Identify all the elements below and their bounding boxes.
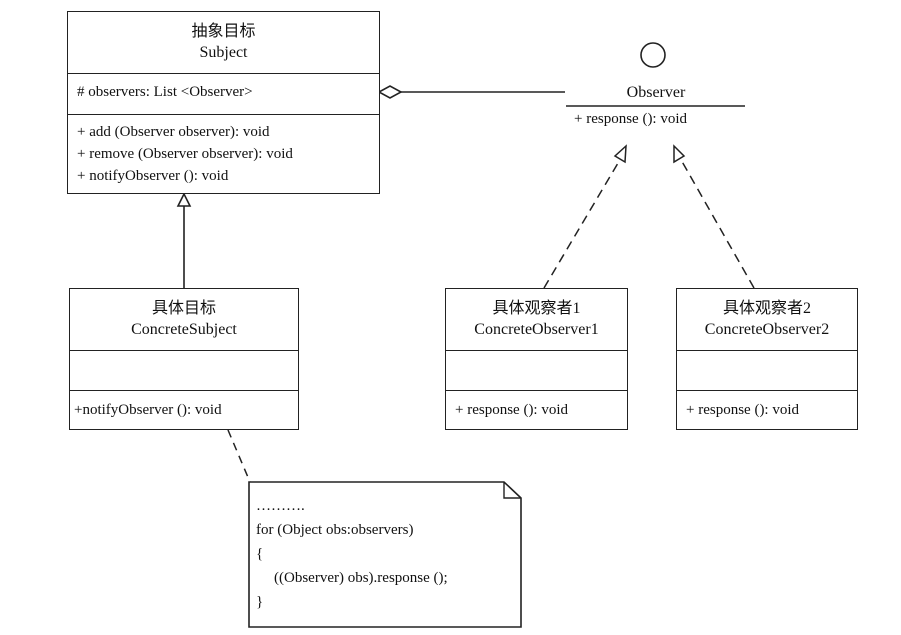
subject-title-en: Subject xyxy=(199,44,248,61)
concrete-subject-name-compartment: 具体目标 ConcreteSubject xyxy=(70,289,298,350)
interface-circle-icon xyxy=(640,42,666,68)
subject-class: 抽象目标 Subject # observers: List <Observer… xyxy=(67,11,380,194)
note-line-for: for (Object obs:observers) xyxy=(256,522,414,538)
subject-attribute-compartment: # observers: List <Observer> xyxy=(68,73,379,114)
concrete-subject-title-cn: 具体目标 xyxy=(151,300,216,317)
aggregation-diamond xyxy=(377,85,403,99)
note-line-call: ((Observer) obs).response (); xyxy=(274,570,448,586)
concrete-observer1-method-compartment: + response (): void xyxy=(446,390,627,429)
note-shape xyxy=(248,481,522,628)
concrete-observer1-title-cn: 具体观察者1 xyxy=(492,300,581,317)
concrete-observer2-method: + response (): void xyxy=(686,402,800,418)
subject-title-cn: 抽象目标 xyxy=(191,23,256,40)
note-line-close-brace: } xyxy=(256,594,264,610)
subject-method-add: + add (Observer observer): void xyxy=(77,124,270,140)
concrete-subject-title-en: ConcreteSubject xyxy=(131,321,237,338)
concrete-observer2-class: 具体观察者2 ConcreteObserver2 + response (): … xyxy=(676,288,858,430)
concrete-observer2-name-compartment: 具体观察者2 ConcreteObserver2 xyxy=(677,289,857,350)
concrete-observer2-method-compartment: + response (): void xyxy=(677,390,857,429)
realization-line-1 xyxy=(543,157,622,289)
concrete-observer1-name-compartment: 具体观察者1 ConcreteObserver1 xyxy=(446,289,627,350)
subject-method-remove: + remove (Observer observer): void xyxy=(77,146,293,162)
note: ………. for (Object obs:observers) { ((Obse… xyxy=(256,498,511,614)
concrete-subject-attribute-compartment xyxy=(70,350,298,390)
realization-arrowhead-1 xyxy=(613,144,627,164)
subject-method-notify: + notifyObserver (): void xyxy=(77,168,229,184)
note-line-ellipsis: ………. xyxy=(256,498,305,514)
concrete-subject-class: 具体目标 ConcreteSubject +notifyObserver ():… xyxy=(69,288,299,430)
generalization-arrowhead xyxy=(176,192,192,207)
concrete-subject-method: +notifyObserver (): void xyxy=(74,402,222,418)
observer-name: Observer xyxy=(626,84,686,101)
note-anchor-line xyxy=(227,429,251,483)
realization-arrowhead-2 xyxy=(673,144,686,164)
concrete-observer1-attribute-compartment xyxy=(446,350,627,390)
concrete-observer2-title-cn: 具体观察者2 xyxy=(722,300,811,317)
concrete-observer2-title-en: ConcreteObserver2 xyxy=(704,321,830,338)
concrete-subject-method-compartment: +notifyObserver (): void xyxy=(70,390,298,429)
concrete-observer2-attribute-compartment xyxy=(677,350,857,390)
realization-line-2 xyxy=(679,157,755,289)
subject-name-compartment: 抽象目标 Subject xyxy=(68,12,379,73)
concrete-observer1-title-en: ConcreteObserver1 xyxy=(474,321,599,338)
note-fold-corner xyxy=(503,482,521,499)
concrete-observer1-class: 具体观察者1 ConcreteObserver1 + response (): … xyxy=(445,288,628,430)
note-line-open-brace: { xyxy=(256,546,264,562)
subject-method-compartment: + add (Observer observer): void + remove… xyxy=(68,114,379,193)
observer-method: + response (): void xyxy=(574,111,688,127)
subject-attribute: # observers: List <Observer> xyxy=(77,84,253,100)
concrete-observer1-method: + response (): void xyxy=(455,402,569,418)
